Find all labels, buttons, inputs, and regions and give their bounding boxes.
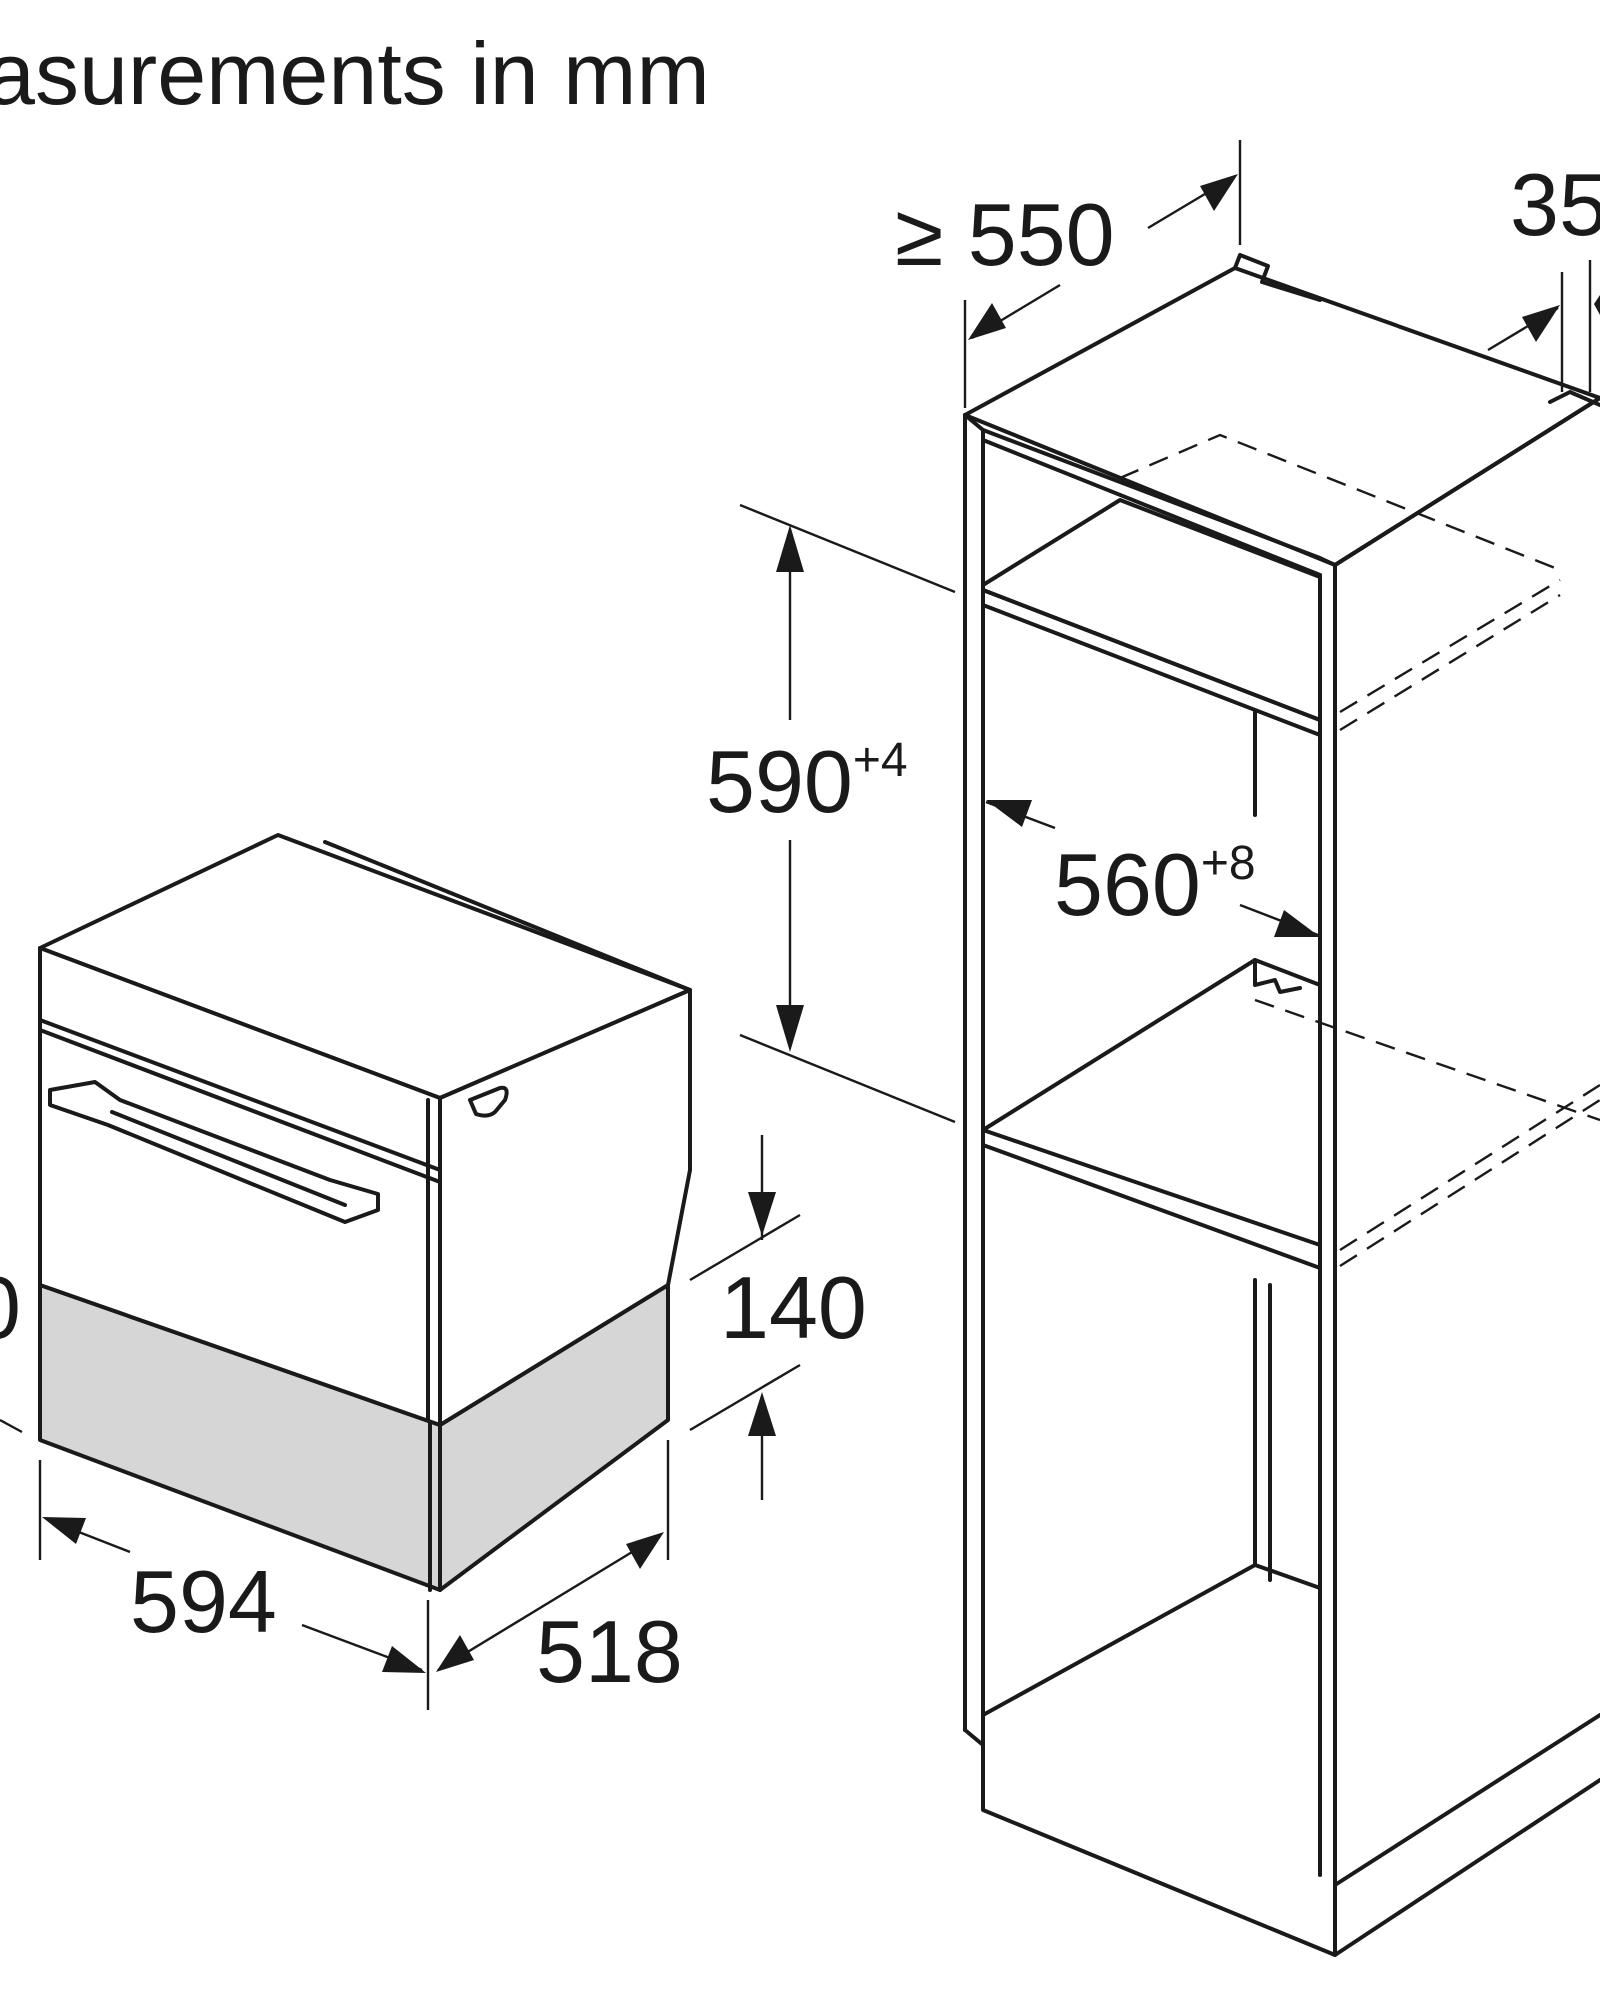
cabinet xyxy=(963,253,1600,1957)
left-partial-label: 0 xyxy=(0,1258,21,1357)
cabinet-depth-label: ≥ 550 xyxy=(895,185,1115,284)
appliance xyxy=(38,833,692,1592)
appliance-width-label: 594 xyxy=(130,1552,277,1651)
niche-height-label: 590+4 xyxy=(706,732,908,831)
appliance-dimensions xyxy=(0,1135,801,1710)
page-title: asurements in mm xyxy=(0,24,710,123)
niche-width-label: 560+8 xyxy=(1054,835,1256,934)
drawer-height-label: 140 xyxy=(720,1258,867,1357)
appliance-depth-label: 518 xyxy=(536,1602,683,1701)
cabinet-dimensions xyxy=(739,140,1600,1124)
top-right-partial-label: 35 xyxy=(1510,155,1600,254)
